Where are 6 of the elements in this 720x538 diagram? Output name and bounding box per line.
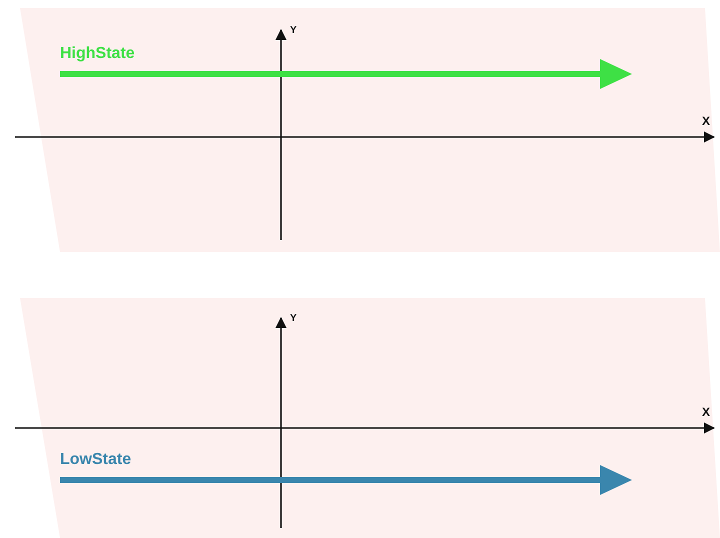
state-label: LowState [60,452,132,468]
axis-label: X [702,406,710,418]
state-label: HighState [60,46,135,62]
axis-label: Y [290,314,297,324]
axis-label: Y [290,26,297,36]
axis-label: X [702,115,710,127]
